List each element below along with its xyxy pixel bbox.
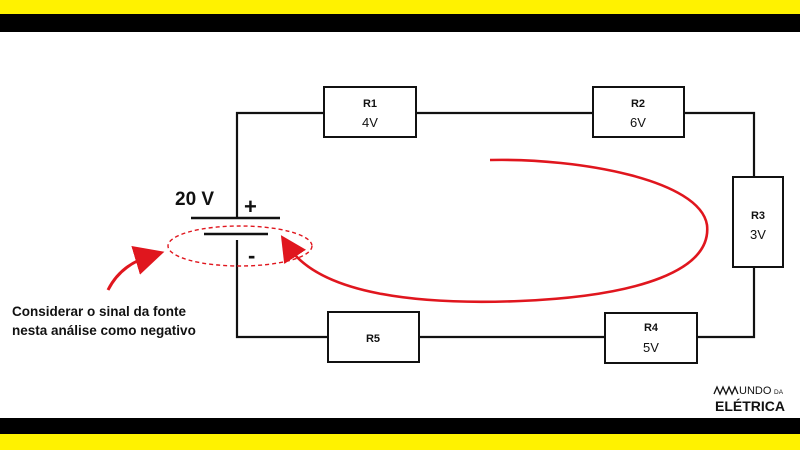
resistor-r3-label: R3 <box>751 210 765 222</box>
resistor-r1-value: 4V <box>362 115 378 130</box>
resistor-r2-label: R2 <box>631 98 645 110</box>
source-voltage-label: 20 V <box>175 189 214 210</box>
resistor-r4-value: 5V <box>643 340 659 355</box>
annotation-line-2: nesta análise como negativo <box>12 323 196 338</box>
logo-top-text: UNDO <box>739 385 772 397</box>
resistor-r2-value: 6V <box>630 115 646 130</box>
resistor-r2: R2 6V <box>592 86 685 138</box>
bottom-black-band <box>0 418 800 434</box>
minus-sign: - <box>248 243 255 268</box>
annotation-caption: Considerar o sinal da fonte nesta anális… <box>12 302 196 340</box>
plus-sign: + <box>244 194 257 219</box>
logo-small-text: DA <box>774 389 784 396</box>
mundo-da-eletrica-logo: UNDO DA ELÉTRICA <box>713 385 785 414</box>
top-black-band <box>0 14 800 32</box>
resistor-r3: R3 3V <box>732 176 784 268</box>
annotation-line-1: Considerar o sinal da fonte <box>12 304 187 319</box>
loop-direction-arrow <box>280 158 709 304</box>
resistor-r5-label: R5 <box>366 333 380 345</box>
circuit-wires <box>235 111 756 339</box>
annotation-pointer-arrow <box>106 245 165 291</box>
source-highlight-ellipse <box>167 225 313 267</box>
resistor-r4: R4 5V <box>604 312 698 364</box>
resistor-r4-label: R4 <box>644 322 659 334</box>
top-yellow-band <box>0 0 800 14</box>
bottom-yellow-band <box>0 434 800 450</box>
resistor-r1: R1 4V <box>323 86 417 138</box>
resistor-r5: R5 <box>327 311 420 363</box>
resistor-r1-label: R1 <box>363 98 377 110</box>
logo-wave-icon <box>713 385 739 396</box>
logo-bottom-text: ELÉTRICA <box>715 398 785 414</box>
resistor-r3-value: 3V <box>750 227 766 242</box>
